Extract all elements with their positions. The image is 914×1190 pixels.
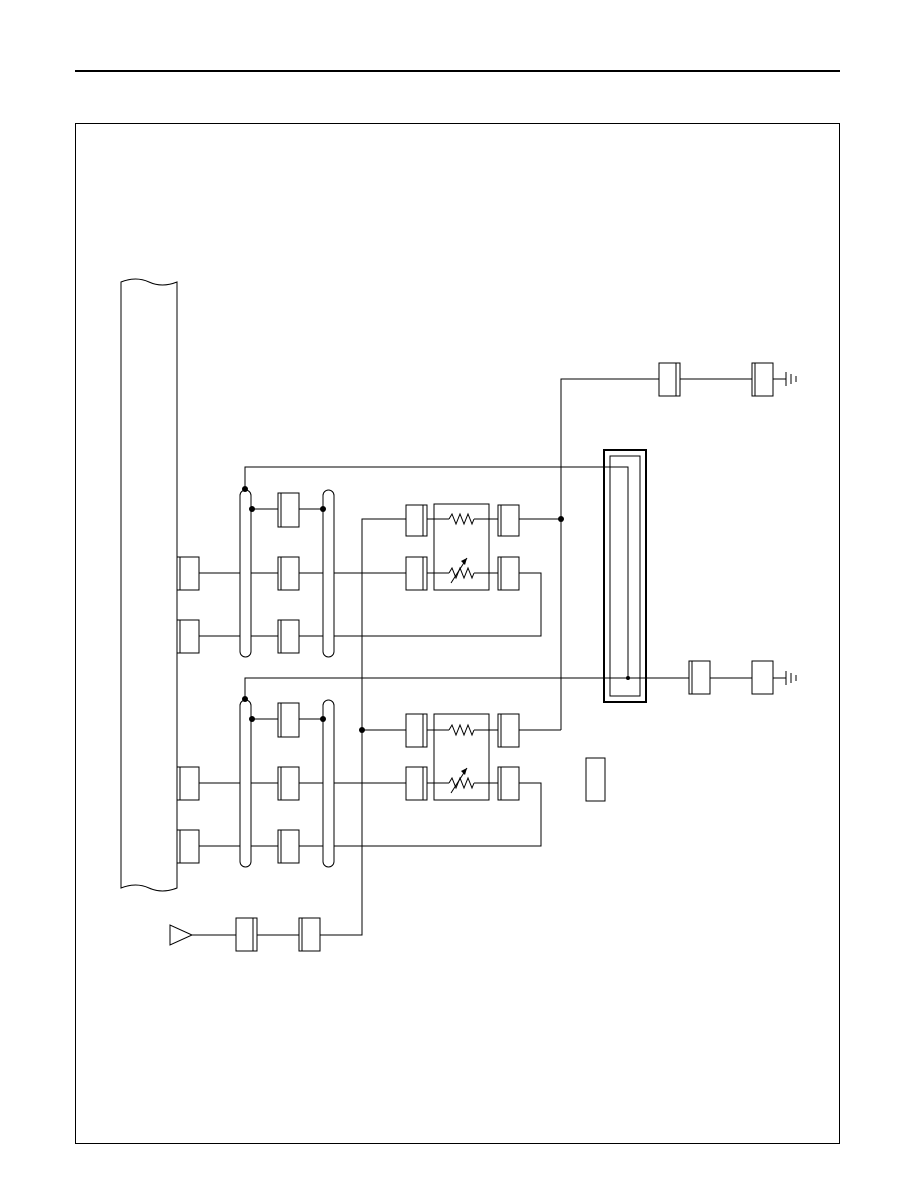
junction-dot — [249, 506, 255, 512]
connector-ecu-3 — [176, 766, 200, 801]
connector-ground-mid-2 — [751, 660, 774, 695]
ground-icon — [785, 372, 797, 386]
shield-capsule-upper-right — [322, 489, 335, 658]
sensor-module-lower — [433, 713, 490, 801]
shield-capsule-upper-left — [239, 489, 252, 658]
junction-dot — [359, 727, 365, 733]
connector-sensor-out-4 — [497, 766, 520, 801]
connector-ecu-1 — [176, 556, 200, 591]
resistor-icon — [448, 512, 475, 526]
signal-triangle-icon — [169, 924, 194, 946]
junction-dot — [626, 676, 630, 680]
resistor-icon — [448, 723, 475, 737]
junction-dot — [249, 716, 255, 722]
connector-inline-1 — [277, 492, 300, 528]
variable-resistor-icon — [448, 776, 475, 790]
connector-ground-mid-1 — [688, 660, 711, 695]
connectors — [176, 362, 774, 952]
shield-capsule-lower-right — [322, 699, 335, 868]
connector-ground-top-2 — [751, 362, 774, 397]
connector-inline-3 — [277, 619, 300, 654]
connector-sensor-out-2 — [497, 556, 520, 591]
connector-inline-6 — [277, 829, 300, 864]
ground-icon — [785, 671, 797, 685]
upper-circuit-wires — [199, 378, 786, 936]
lower-circuit-wires — [192, 677, 786, 936]
connector-ecu-2 — [176, 619, 200, 654]
standalone-component — [585, 757, 606, 802]
junction-dot — [320, 716, 326, 722]
connector-inline-4 — [277, 702, 300, 738]
housing-assembly — [603, 449, 647, 703]
connector-sensor-out-3 — [497, 713, 520, 748]
diagram-frame — [75, 123, 840, 1144]
connector-sensor-in-3 — [405, 713, 428, 748]
connector-inline-2 — [277, 556, 300, 591]
connector-ground-top-1 — [658, 362, 681, 397]
junction-dot — [558, 516, 564, 522]
connector-sensor-in-4 — [405, 766, 428, 801]
connector-input-1 — [235, 917, 258, 952]
junction-dot — [242, 696, 248, 702]
connector-sensor-in-1 — [405, 504, 428, 537]
junction-dot — [320, 506, 326, 512]
control-unit-body — [120, 278, 178, 892]
shield-capsule-lower-left — [239, 699, 252, 868]
junction-dot — [242, 486, 248, 492]
sensor-module-upper — [433, 503, 490, 591]
connector-ecu-4 — [176, 829, 200, 864]
connector-sensor-in-2 — [405, 556, 428, 591]
connector-inline-5 — [277, 766, 300, 801]
connector-sensor-out-1 — [497, 504, 520, 537]
connector-input-2 — [298, 917, 321, 952]
variable-resistor-icon — [448, 566, 475, 580]
junction-dots — [242, 486, 630, 733]
